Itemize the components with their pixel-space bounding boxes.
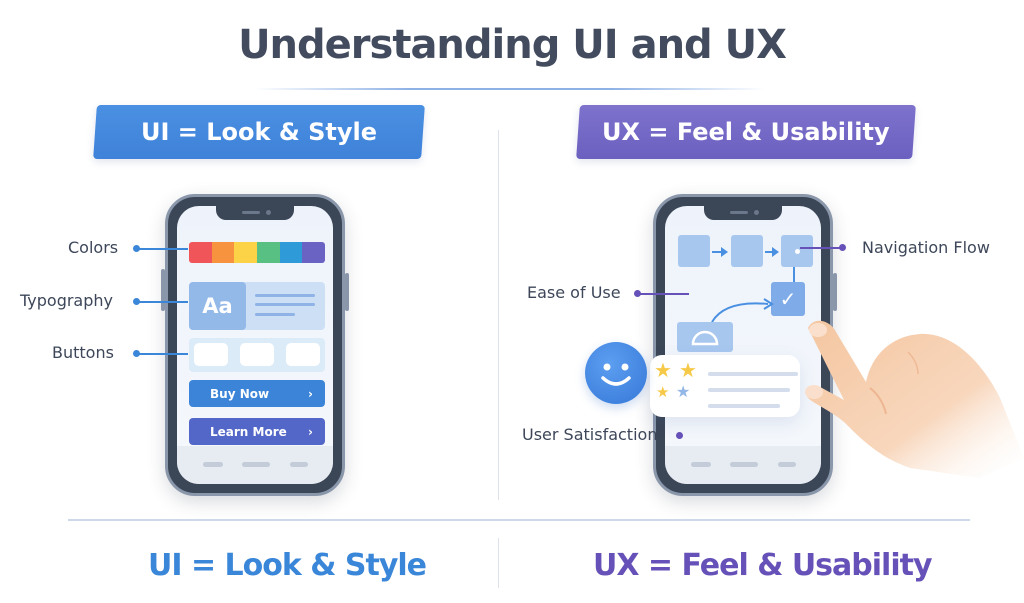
footer-ui-label: UI = Look & Style [148,548,427,583]
callout-typography: Typography [20,291,113,310]
title-underline [255,88,765,90]
buy-now-label: Buy Now [210,386,270,401]
arrow-right-icon [712,247,728,257]
phone-screen: Aa Buy Now › Learn More › [177,206,333,484]
callout-colors: Colors [68,238,119,257]
typography-sample: Aa [189,282,246,330]
horizontal-divider [68,519,970,521]
ui-phone: Aa Buy Now › Learn More › [161,194,349,496]
callout-dot [839,244,846,251]
button-sample [194,343,228,366]
star-icon: ★ [679,358,697,382]
vertical-divider [498,130,499,500]
phone-side-button [161,269,165,311]
learn-more-button[interactable]: Learn More › [189,418,325,445]
callout-user-satisfaction: User Satisfaction [522,425,658,444]
ux-banner: UX = Feel & Usability [576,105,916,159]
ui-banner: UI = Look & Style [93,105,425,159]
callout-line [136,353,188,355]
callout-line [136,248,188,250]
text-line [255,313,295,316]
pointing-hand-icon [805,320,1024,478]
button-samples [189,338,325,372]
callout-dot [676,432,683,439]
semicircle-icon [691,330,719,346]
callout-navigation-flow: Navigation Flow [862,238,990,257]
text-line [708,388,790,392]
callout-ease-of-use: Ease of Use [527,283,621,302]
swatch-orange [211,242,235,263]
button-sample [240,343,274,366]
arrow-right-icon [765,247,779,257]
swatch-green [257,242,280,263]
callout-line [800,247,842,249]
star-icon: ★ [654,358,672,382]
text-line [708,404,780,408]
footer-divider [498,538,499,588]
callout-line [637,293,689,295]
chevron-right-icon: › [308,424,313,439]
typography-card: Aa [189,282,325,330]
swatch-purple [302,242,325,263]
swatch-blue [279,242,303,263]
flow-step-2 [731,235,763,267]
chevron-right-icon: › [308,386,313,401]
page-title: Understanding UI and UX [238,22,787,68]
smiley-icon [585,342,647,404]
star-icon: ★ [656,383,670,401]
review-card [650,355,800,417]
ux-banner-label: UX = Feel & Usability [602,118,890,146]
color-palette [189,242,325,263]
start-step [677,322,733,352]
flow-node-dot [795,249,800,254]
text-line [255,303,315,306]
star-icon: ★ [676,382,691,401]
flow-step-1 [678,235,710,267]
ui-banner-label: UI = Look & Style [140,118,377,146]
swatch-yellow [234,242,258,263]
checkmark-icon: ✓ [779,287,797,311]
footer-ux-label: UX = Feel & Usability [593,548,933,583]
phone-side-button [345,273,349,311]
phone-bottom-bar [665,446,821,484]
text-line [708,372,798,376]
text-line [255,294,315,297]
buy-now-button[interactable]: Buy Now › [189,380,325,407]
phone-bottom-bar [177,446,333,484]
check-step: ✓ [771,282,805,316]
button-sample [286,343,320,366]
phone-side-button [833,273,837,311]
swatch-red [189,242,212,263]
curved-arrow-icon [711,298,774,323]
learn-more-label: Learn More [210,424,287,439]
phone-notch [216,206,294,220]
phone-notch [704,206,782,220]
flow-connector [793,267,795,283]
callout-buttons: Buttons [52,343,114,362]
callout-line [136,301,188,303]
